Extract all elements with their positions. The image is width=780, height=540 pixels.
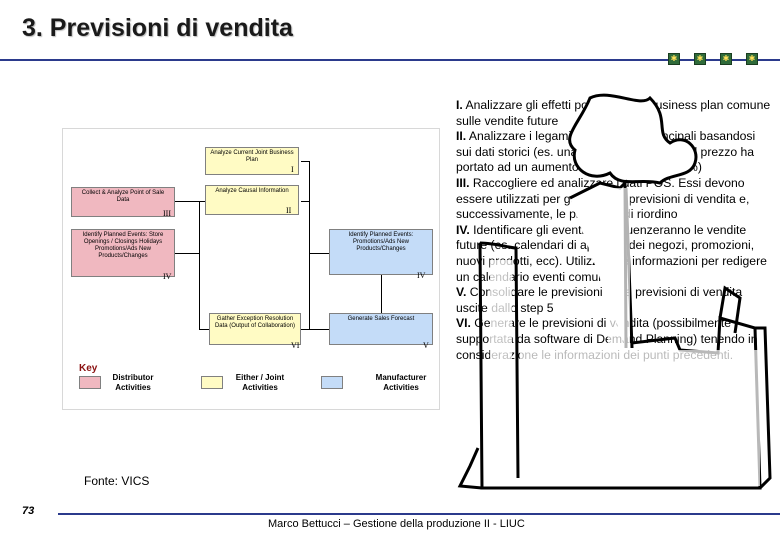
key-label-joint: Either / Joint Activities <box>235 373 285 392</box>
roman-iv-distributor: IV <box>163 272 172 281</box>
step-4: IV. Identificare gli eventi che influenz… <box>456 223 772 285</box>
step-5-number: V. <box>456 285 467 300</box>
box-identify-events-distributor: Identify Planned Events: Store Openings … <box>71 229 175 277</box>
ornament-icon: ✱ <box>746 53 758 65</box>
source-note: Fonte: VICS <box>84 474 150 488</box>
key-title: Key <box>79 363 98 374</box>
connector-line <box>301 201 309 202</box>
step-5: V. Consolidare le previsioni delle previ… <box>456 285 772 316</box>
roman-iv-manufacturer: IV <box>417 271 426 280</box>
step-3-number: III. <box>456 175 470 190</box>
roman-vi: VI <box>291 341 300 350</box>
step-6-number: VI. <box>456 316 471 331</box>
roman-v: V <box>423 341 429 350</box>
box-gather-exception: Gather Exception Resolution Data (Output… <box>209 313 301 345</box>
box-collect-pos: Collect & Analyze Point of Sale Data <box>71 187 175 217</box>
connector-line <box>301 161 309 162</box>
slide-title: 3. Previsioni di vendita <box>22 14 293 42</box>
step-1-number: I. <box>456 98 463 112</box>
key-swatch-joint <box>201 376 223 389</box>
step-3: III. Raccogliere ed analizzare i dati PO… <box>456 176 772 223</box>
connector-line <box>309 253 329 254</box>
ornament-icon: ✱ <box>694 53 706 65</box>
header-rule <box>0 59 780 61</box>
header-ornaments: ✱ ✱ ✱ ✱ <box>668 53 758 65</box>
footer-text: Marco Bettucci – Gestione della produzio… <box>268 518 525 530</box>
step-2-number: II. <box>456 129 467 144</box>
step-4-text: Identificare gli eventi che influenzeran… <box>456 222 767 284</box>
connector-line <box>199 329 209 330</box>
connector-line <box>309 161 310 329</box>
roman-i: I <box>291 165 294 174</box>
process-diagram: Analyze Current Joint Business Plan I An… <box>62 128 440 410</box>
box-analyze-causal: Analyze Causal Information <box>205 185 299 215</box>
connector-line <box>175 253 199 254</box>
connector-line <box>381 275 382 313</box>
footer-rule <box>58 513 780 515</box>
key-label-distributor: Distributor Activities <box>112 373 154 392</box>
box-identify-events-manufacturer: Identify Planned Events: Promotions/Ads … <box>329 229 433 275</box>
step-5-text: Consolidare le previsioni delle previsio… <box>456 285 743 315</box>
key-swatch-distributor <box>79 376 101 389</box>
ornament-icon: ✱ <box>720 53 732 65</box>
box-generate-forecast: Generate Sales Forecast <box>329 313 433 345</box>
connector-line <box>199 201 200 329</box>
key-label-manufacturer: Manufacturer Activities <box>375 373 427 392</box>
key-swatch-manufacturer <box>321 376 343 389</box>
step-2: II. Analizzare i legami causa-effetto pr… <box>456 129 772 176</box>
connector-line <box>301 329 329 330</box>
step-3-text: Raccogliere ed analizzare i dati POS. Es… <box>456 175 750 222</box>
roman-iii: III <box>163 209 171 218</box>
page-number: 73 <box>22 505 35 517</box>
steps-text: I. Analizzare gli effetti potenziali del… <box>456 98 772 363</box>
step-2-text: Analizzare i legami causa-effetto princi… <box>456 129 756 175</box>
step-1: I. Analizzare gli effetti potenziali del… <box>456 98 772 129</box>
step-1-text: Analizzare gli effetti potenziali del bu… <box>456 98 771 128</box>
step-6: VI. Generare le previsioni di vendita (p… <box>456 316 772 363</box>
step-6-text: Generare le previsioni di vendita (possi… <box>456 316 758 362</box>
step-4-number: IV. <box>456 222 470 237</box>
ornament-icon: ✱ <box>668 53 680 65</box>
roman-ii: II <box>286 206 292 215</box>
connector-line <box>175 201 205 202</box>
box-analyze-joint-plan: Analyze Current Joint Business Plan <box>205 147 299 175</box>
